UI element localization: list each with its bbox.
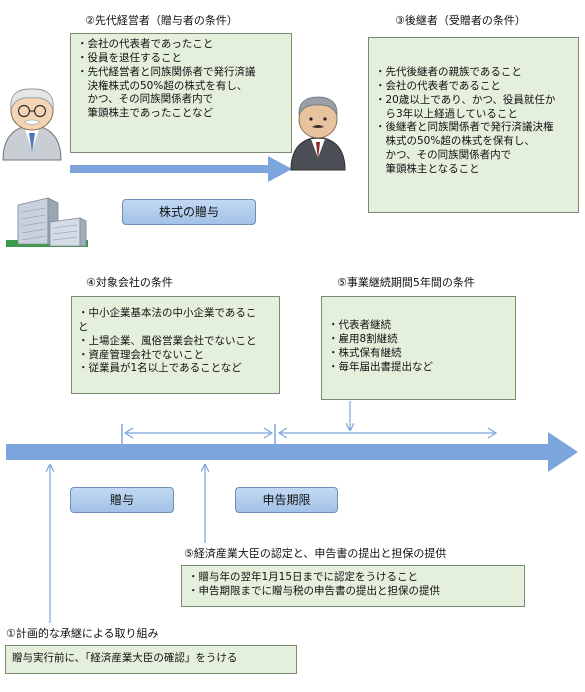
company-condition: ・中小企業基本法の中小企業であるこ: [78, 307, 257, 319]
elderly-man-icon: [2, 88, 62, 161]
planning-heading: ①計画的な承継による取り組み: [6, 627, 159, 640]
successor-condition: ・20歳以上であり、かつ、役員就任か: [375, 93, 556, 106]
certification-heading: ⑤経済産業大臣の認定と、申告書の提出と担保の提供: [184, 547, 447, 560]
company-conditions-box: ・中小企業基本法の中小企業であるこ と ・上場企業、風俗営業会社でないこと ・資…: [71, 296, 280, 394]
successor-condition: かつ、その同族関係者内で: [375, 149, 512, 162]
certification-condition: ・贈与年の翌年1月15日までに認定をうけること: [188, 571, 419, 583]
continuation-conditions-box: ・代表者継続 ・雇用8割継続 ・株式保有継続 ・毎年届出書提出など: [321, 296, 516, 400]
timeline-arrow: [6, 432, 578, 472]
certification-condition: ・申告期限までに贈与税の申告書の提出と担保の提供: [188, 584, 440, 597]
gift-label-box: 株式の贈与: [122, 199, 256, 225]
successor-condition: ・先代後継者の親族であること: [375, 66, 522, 78]
continuation-condition: ・代表者継続: [328, 319, 391, 331]
company-condition: ・従業員が1名以上であることなど: [78, 362, 242, 375]
continuation-condition: ・毎年届出書提出など: [328, 360, 433, 373]
company-condition: ・上場企業、風俗営業会社でないこと: [78, 334, 257, 347]
continuation-condition: ・株式保有継続: [328, 346, 402, 359]
continuation-heading: ⑤事業継続期間5年間の条件: [337, 276, 475, 289]
successor-condition: 株式の50%超の株式を保有し、: [375, 135, 535, 148]
range-arrow-continuation: [277, 427, 498, 439]
continuation-condition: ・雇用8割継続: [328, 332, 398, 345]
planning-box: 贈与実行前に、「経済産業大臣の確認」をうける: [5, 645, 297, 674]
certification-conditions-box: ・贈与年の翌年1月15日までに認定をうけること ・申告期限までに贈与税の申告書の…: [181, 565, 525, 607]
predecessor-conditions-box: ・会社の代表者であったこと ・役員を退任すること ・先代経営者と同族関係者で発行…: [70, 33, 292, 153]
timeline-deadline-label: 申告期限: [235, 487, 338, 513]
company-heading: ④対象会社の条件: [86, 276, 173, 289]
predecessor-condition: ・役員を退任すること: [77, 51, 182, 64]
predecessor-condition: かつ、その同族関係者内で: [77, 93, 214, 106]
timeline-gift-label: 贈与: [70, 487, 174, 513]
company-condition: ・資産管理会社でないこと: [78, 348, 204, 361]
gift-arrow: [70, 156, 292, 182]
successor-condition: ら3年以上経過していること: [375, 107, 518, 120]
predecessor-heading: ②先代経営者（贈与者の条件）: [85, 14, 238, 27]
successor-heading: ③後継者（受贈者の条件）: [395, 14, 526, 27]
businessman-icon: [290, 96, 346, 171]
range-arrow-company: [123, 427, 274, 439]
successor-condition: ・会社の代表者であること: [375, 79, 501, 92]
predecessor-condition: ・先代経営者と同族関係者で発行済議: [77, 65, 256, 78]
predecessor-condition: 決権株式の50%超の株式を有し、: [77, 79, 248, 92]
successor-conditions-box: ・先代後継者の親族であること ・会社の代表者であること ・20歳以上であり、かつ…: [368, 37, 579, 213]
predecessor-condition: ・会社の代表者であったこと: [77, 38, 214, 50]
successor-condition: ・後継者と同族関係者で発行済議決権: [375, 121, 554, 134]
successor-condition: 筆頭株主となること: [375, 163, 480, 176]
company-condition: と: [78, 320, 89, 333]
office-building-icon: [6, 197, 88, 247]
predecessor-condition: 筆頭株主であったことなど: [77, 107, 214, 120]
